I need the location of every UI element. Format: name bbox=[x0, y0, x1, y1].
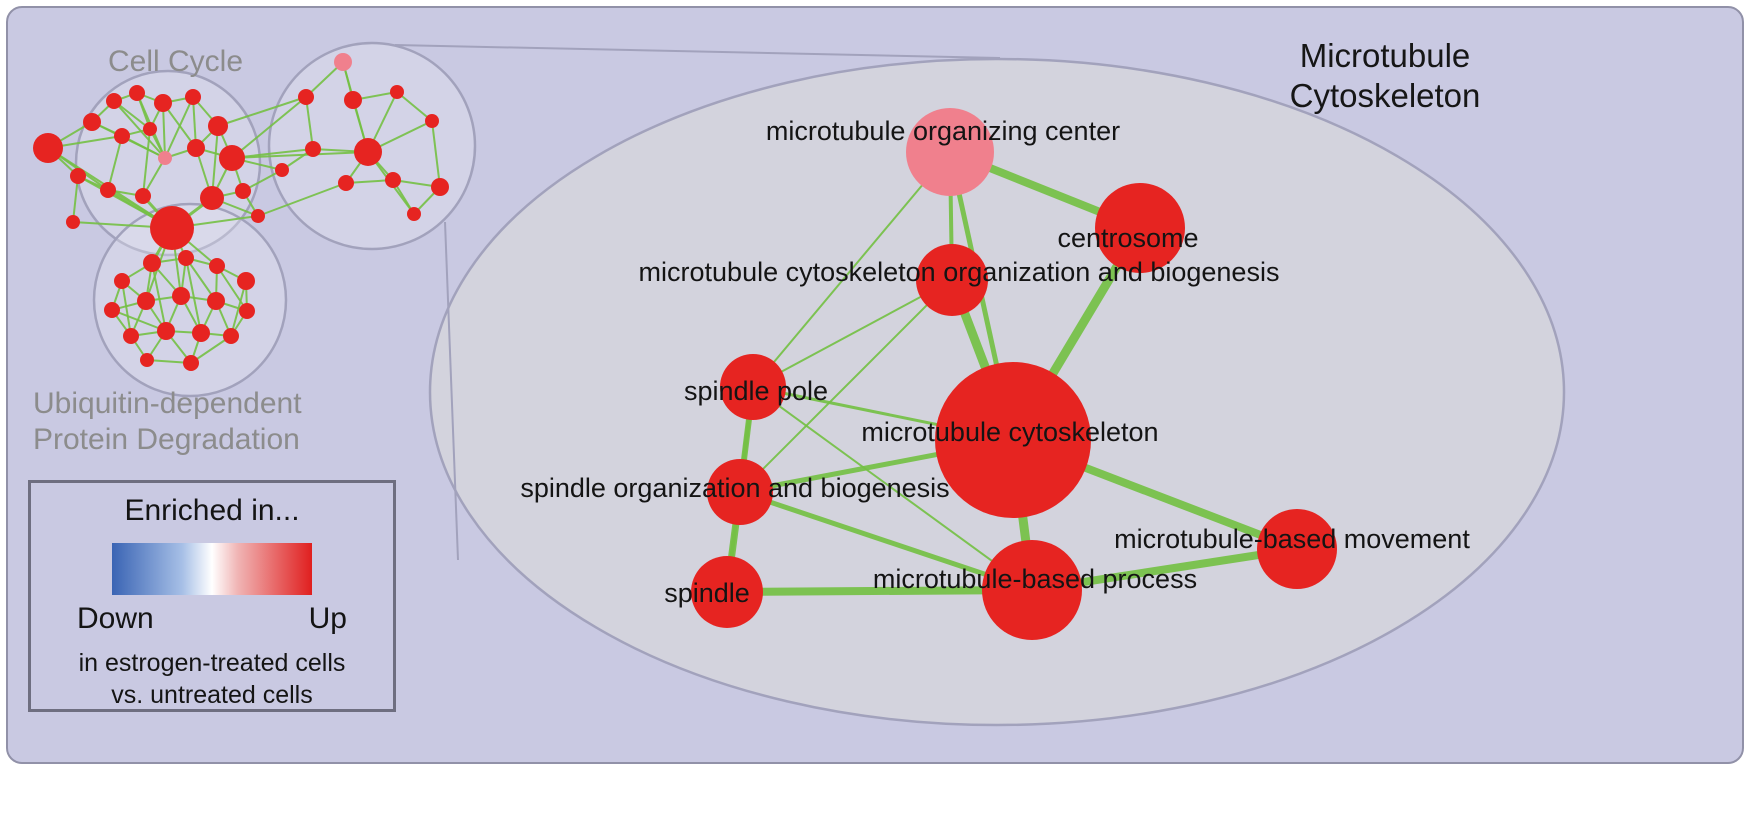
cluster-label-ubiquitin-line2: Protein Degradation bbox=[33, 423, 300, 456]
legend-caption-line1: in estrogen-treated cells bbox=[78, 649, 346, 677]
legend-title: Enriched in... bbox=[124, 494, 300, 527]
zoom-cluster-title-line2: Cytoskeleton bbox=[1289, 77, 1481, 114]
cluster-label-cell-cycle: Cell Cycle bbox=[108, 45, 244, 78]
zoom-cluster-title-line1: Microtubule bbox=[1299, 37, 1471, 74]
legend-gradient-bar bbox=[112, 543, 312, 595]
legend: Enriched in... Down Up in estrogen-treat… bbox=[28, 480, 396, 712]
cluster-label-ubiquitin-line1: Ubiquitin-dependent bbox=[33, 387, 302, 420]
legend-axis-labels: Down Up bbox=[77, 601, 347, 637]
legend-up-label: Up bbox=[308, 602, 347, 635]
legend-caption-line2: vs. untreated cells bbox=[111, 681, 313, 709]
legend-down-label: Down bbox=[77, 602, 154, 635]
cluster-label-ubiquitin: Ubiquitin-dependent Protein Degradation bbox=[33, 386, 302, 458]
zoom-cluster-title: Microtubule Cytoskeleton bbox=[1245, 36, 1525, 116]
